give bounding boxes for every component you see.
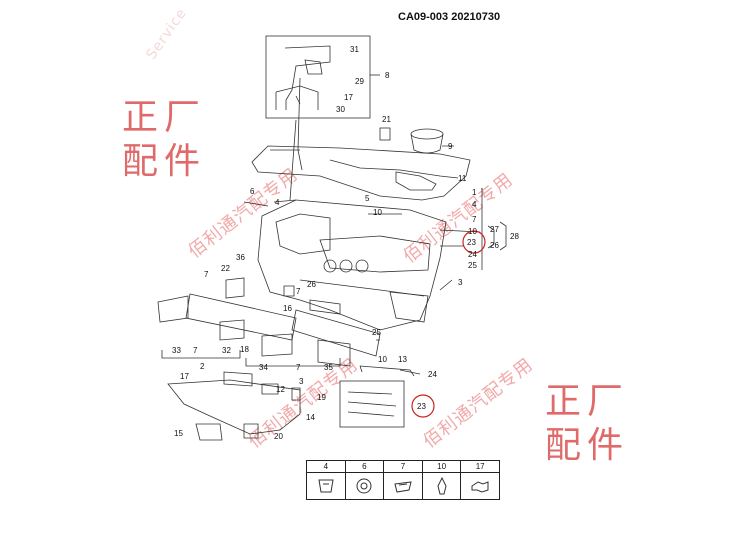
fastener-legend-table: 4 6 7 10 17 [306,460,500,500]
callout-3: 3 [458,278,463,287]
inset-bracket-part [284,45,331,110]
watermark-bottom-right: 正厂 配件 [545,380,629,468]
callout-33: 33 [172,346,181,355]
callout-26b: 26 [307,280,316,289]
vent-left-outer [157,295,189,323]
nut-icon [356,478,372,494]
trim-strip-center [291,309,381,357]
callout-7c: 7 [296,287,301,296]
highlight-circle-23 [462,230,486,254]
spring-clip-icon [394,481,412,493]
callout-7e: 7 [296,363,301,372]
callout-24: 24 [468,250,477,259]
callout-25: 25 [468,261,477,270]
legend-cell-4: 4 [307,461,346,499]
clip-icon [318,479,334,493]
watermark-line2: 配件 [122,141,207,182]
callout-30: 30 [336,105,345,114]
legend-label: 4 [307,461,345,473]
callout-5: 5 [365,194,370,203]
watermark-line1: 正厂 [122,97,207,138]
callout-23: 23 [467,238,476,247]
callout-11: 11 [458,174,467,183]
document-code: CA09-003 20210730 [398,11,501,23]
legend-label: 17 [461,461,499,473]
callout-10b: 10 [468,227,477,236]
callout-15: 15 [174,429,183,438]
push-pin-icon [437,476,447,495]
callout-6: 6 [250,187,255,196]
callout-24b: 24 [428,370,437,379]
callout-27: 27 [490,225,499,234]
callout-26: 26 [490,241,499,250]
legend-cell-10: 10 [422,461,462,499]
callout-10: 10 [373,208,382,217]
callout-3b: 3 [299,377,304,386]
callout-10c: 10 [378,355,387,364]
legend-cell-6: 6 [345,461,385,499]
instrument-panel-body [257,199,447,331]
callout-12: 12 [276,385,285,394]
callout-20: 20 [274,432,283,441]
callout-16: 16 [283,304,292,313]
callout-labels: 31 29 8 17 30 21 9 11 6 4 5 10 1 4 7 10 … [172,45,519,441]
callout-21: 21 [382,115,391,124]
legend-label: 10 [422,461,461,473]
callout-4b: 4 [472,200,477,209]
watermark-line1: 正厂 [545,381,630,422]
callout-1: 1 [472,188,477,197]
callout-17: 17 [344,93,353,102]
trim-strip-left [185,293,297,341]
callout-29: 29 [355,77,364,86]
callout-35: 35 [324,363,333,372]
legend-label: 7 [384,461,422,473]
legend-label: 6 [345,461,384,473]
callout-34: 34 [259,363,268,372]
callout-4: 4 [275,198,280,207]
watermark-top-left: 正厂 配件 [122,96,206,184]
inset-frame-23 [339,380,405,428]
callout-7d: 7 [193,346,198,355]
callout-13: 13 [398,355,407,364]
callout-14: 14 [306,413,315,422]
callout-17b: 17 [180,372,189,381]
retainer-icon [471,481,489,493]
dash-top-cover [251,145,471,201]
callout-2: 2 [200,362,205,371]
inset-frame [265,35,371,119]
callout-19: 19 [317,393,326,402]
callout-18: 18 [240,345,249,354]
highlight-circle-23-inset [411,394,435,418]
legend-cell-7: 7 [384,461,423,499]
callout-9: 9 [448,142,453,151]
watermark-line2: 配件 [545,425,630,466]
callout-7b: 7 [204,270,209,279]
callout-28: 28 [510,232,519,241]
callout-8: 8 [385,71,390,80]
lower-trim-panel [167,379,301,435]
callout-22: 22 [221,264,230,273]
legend-cell-17: 17 [461,461,499,499]
cup-holder-part [410,128,444,140]
callout-31: 31 [350,45,359,54]
callout-36: 36 [236,253,245,262]
callout-7: 7 [472,215,477,224]
callout-25b: 25 [372,328,381,337]
callout-32: 32 [222,346,231,355]
callout-23b: 23 [417,402,426,411]
